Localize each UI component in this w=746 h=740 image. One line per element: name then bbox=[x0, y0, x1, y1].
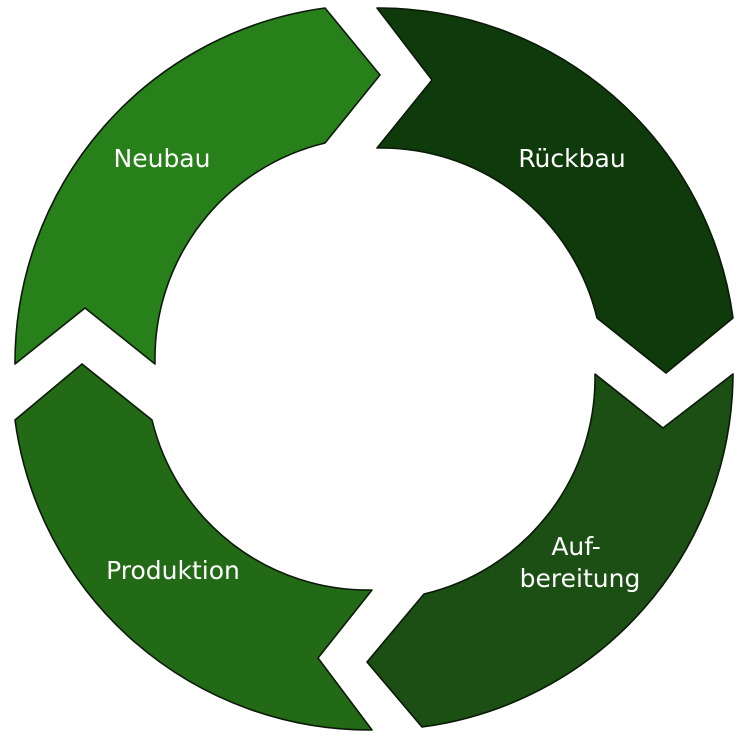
segment-produktion: Produktion bbox=[14, 363, 373, 731]
segment-aufbereitung-label-line-1: Auf- bbox=[551, 532, 600, 561]
segment-rueckbau: Rückbau bbox=[376, 7, 734, 374]
segment-rueckbau-label-line-1: Rückbau bbox=[518, 144, 625, 173]
segment-aufbereitung: Auf- bereitung bbox=[366, 373, 734, 728]
segment-neubau-label: Neubau bbox=[114, 144, 211, 173]
segment-aufbereitung-label: Auf- bereitung bbox=[520, 532, 641, 593]
segment-rueckbau-label: Rückbau bbox=[518, 144, 625, 173]
segment-aufbereitung-label-line-2: bereitung bbox=[520, 564, 641, 593]
segment-neubau: Neubau bbox=[14, 7, 381, 365]
segment-neubau-arrow bbox=[14, 7, 381, 365]
segment-produktion-label-line-1: Produktion bbox=[106, 556, 240, 585]
segment-neubau-label-line-1: Neubau bbox=[114, 144, 211, 173]
segment-produktion-arrow bbox=[14, 363, 373, 731]
segment-aufbereitung-arrow bbox=[366, 373, 734, 728]
segment-rueckbau-arrow bbox=[376, 7, 734, 374]
segment-produktion-label: Produktion bbox=[106, 556, 240, 585]
